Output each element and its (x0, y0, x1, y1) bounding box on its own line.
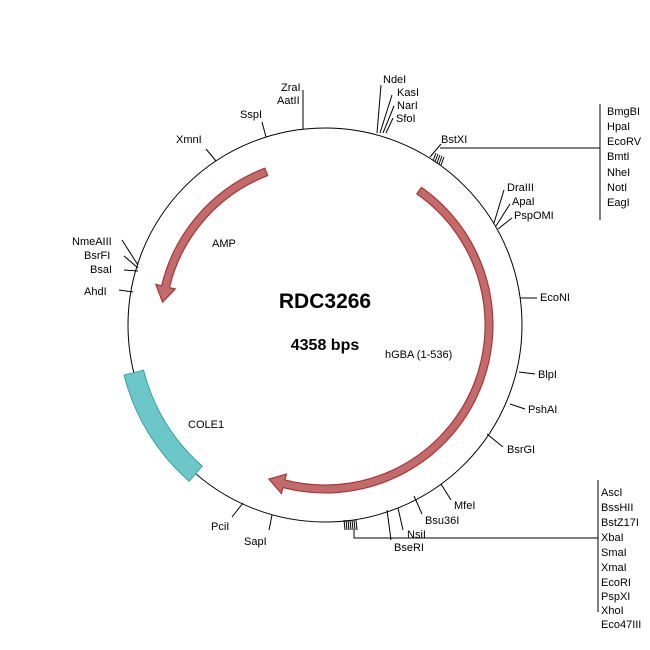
hgba-feature-arrow[interactable] (267, 186, 494, 495)
site-blpi-group: BlpI (518, 369, 557, 381)
site-bstxi: BstXI (441, 134, 467, 146)
site-ecorv: EcoRV (607, 136, 642, 148)
site-pshai-group: PshAI (509, 403, 557, 416)
hgba-label: hGBA (1-536) (385, 349, 452, 361)
site-bsu36i-group: Bsu36I (413, 495, 459, 527)
site-group-right-bottom: AscI BssHII BstZ17I XbaI SmaI XmaI EcoRI… (343, 480, 641, 631)
amp-label: AMP (212, 238, 236, 250)
site-bsrfi: BsrFI (84, 250, 110, 262)
site-group-ndei: NdeI KasI NarI SfoI (376, 74, 419, 134)
site-pspxi: PspXI (601, 591, 630, 603)
site-bsshii: BssHII (601, 502, 633, 514)
site-pspomi: PspOMI (514, 210, 554, 222)
site-kasi: KasI (397, 87, 419, 99)
site-bsrgi: BsrGI (507, 444, 535, 456)
site-nmeaiii: NmeAIII (72, 236, 112, 248)
site-sspi: SspI (240, 109, 262, 121)
site-pcii: PciI (211, 521, 229, 533)
site-pcii-group: PciI (211, 502, 244, 533)
site-xmni-group: XmnI (176, 134, 217, 162)
site-xbai: XbaI (601, 532, 624, 544)
site-nhei: NheI (607, 167, 630, 179)
site-sapi: SapI (244, 536, 267, 548)
site-sspi-group: SspI (240, 109, 267, 138)
site-pshai: PshAI (528, 404, 557, 416)
site-xmai: XmaI (601, 562, 627, 574)
site-eco47iii: Eco47III (601, 619, 641, 631)
site-ahdi-group: AhdI (84, 286, 134, 298)
backbone-circle (127, 127, 523, 523)
site-apai: ApaI (512, 196, 535, 208)
site-group-zrai: ZraI AatII (277, 82, 304, 129)
site-bsrgi-group: BsrGI (486, 433, 535, 456)
site-asci: AscI (601, 487, 622, 499)
site-group-left: NmeAIII BsrFI BsaI (72, 236, 139, 276)
site-nsii: NsiI (407, 529, 426, 541)
site-sapi-group: SapI (244, 514, 273, 548)
cole1-feature-arc[interactable] (123, 369, 204, 482)
site-xhoi: XhoI (601, 605, 624, 617)
site-bstxi-group: BstXI (429, 134, 467, 158)
site-bmti: BmtI (607, 151, 630, 163)
site-bsu36i: Bsu36I (425, 515, 459, 527)
site-aatii: AatII (277, 95, 300, 107)
site-econi-group: EcoNI (520, 292, 570, 304)
cole1-label: COLE1 (188, 419, 224, 431)
site-nari: NarI (397, 100, 418, 112)
site-mfei-group: MfeI (440, 483, 475, 512)
site-bseri-group: BseRI (386, 509, 424, 554)
site-ecori: EcoRI (601, 577, 631, 589)
site-bstz17i: BstZ17I (601, 517, 639, 529)
site-hpai: HpaI (607, 121, 630, 133)
amp-feature-arrow[interactable] (154, 167, 269, 304)
plasmid-name: RDC3266 (279, 290, 371, 313)
site-group-right-top: BmgBI HpaI EcoRV BmtI NheI NotI EagI (432, 104, 642, 220)
site-ahdi: AhdI (84, 286, 107, 298)
site-zrai: ZraI (281, 82, 301, 94)
site-xmni: XmnI (176, 134, 202, 146)
site-smai: SmaI (601, 547, 627, 559)
site-econi: EcoNI (540, 292, 570, 304)
site-mfei: MfeI (454, 500, 475, 512)
site-ndei: NdeI (383, 74, 406, 86)
site-draiii: DraIII (507, 182, 534, 194)
plasmid-size: 4358 bps (291, 337, 360, 354)
site-group-draiii: DraIII ApaI PspOMI (493, 182, 554, 230)
site-bseri: BseRI (394, 542, 424, 554)
site-bmgbi: BmgBI (607, 106, 640, 118)
site-blpi: BlpI (538, 369, 557, 381)
site-noti: NotI (607, 182, 627, 194)
site-sfoi: SfoI (396, 113, 416, 125)
site-bsai: BsaI (90, 264, 112, 276)
site-eagi: EagI (607, 197, 630, 209)
